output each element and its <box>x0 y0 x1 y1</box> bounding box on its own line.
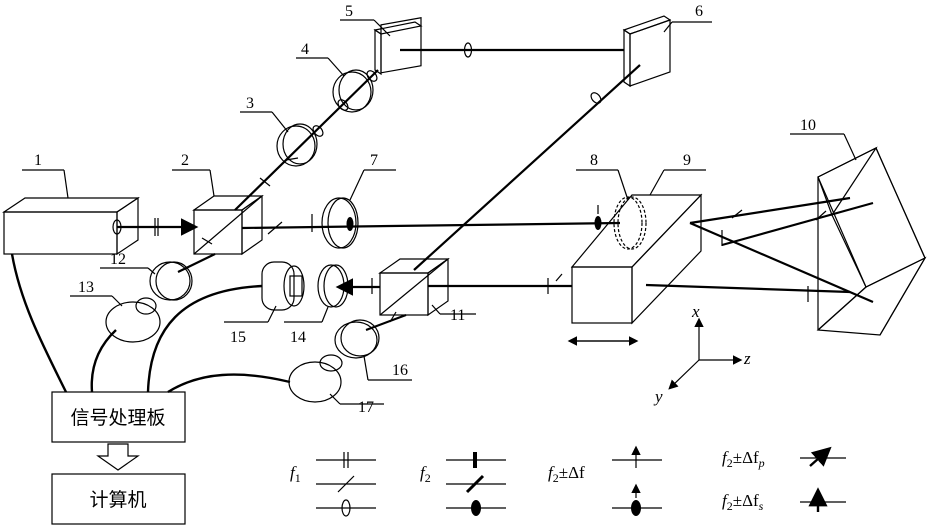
label-9: 9 <box>683 152 691 169</box>
computer: 计算机 <box>52 474 185 524</box>
detector-15 <box>262 262 304 310</box>
svg-text:f2±Δfs: f2±Δfs <box>722 491 764 513</box>
label-3: 3 <box>246 95 254 112</box>
corner-reflector <box>818 148 925 335</box>
legend: f1 f2 f2±Δf f2±Δfp <box>290 448 846 516</box>
label-14: 14 <box>290 329 306 346</box>
legend-f2-dfs: f2±Δfs <box>722 491 846 513</box>
label-16: 16 <box>392 362 408 379</box>
board-to-computer-arrow <box>98 444 138 470</box>
axis-z-label: z <box>743 349 751 368</box>
axis-y-label: y <box>653 387 663 406</box>
label-13: 13 <box>78 279 94 296</box>
label-10: 10 <box>800 117 816 134</box>
legend-f1: f1 <box>290 452 376 516</box>
svg-text:f2±Δfp: f2±Δfp <box>722 448 765 470</box>
svg-text:f2±Δf: f2±Δf <box>548 463 585 485</box>
leader-lines <box>22 20 856 404</box>
axis-x-label: x <box>691 302 700 321</box>
label-11: 11 <box>450 307 465 324</box>
translation-stage <box>572 195 701 323</box>
label-2: 2 <box>181 152 189 169</box>
label-5: 5 <box>345 3 353 20</box>
signal-board-label: 信号处理板 <box>70 407 165 429</box>
detector-13 <box>106 298 160 342</box>
svg-text:f1: f1 <box>290 463 301 485</box>
computer-label: 计算机 <box>89 489 146 511</box>
label-15: 15 <box>230 329 246 346</box>
legend-f2: f2 <box>420 452 506 516</box>
mirror-5 <box>375 18 421 74</box>
label-4: 4 <box>301 41 309 58</box>
svg-text:f2: f2 <box>420 463 431 485</box>
beam-paths <box>117 50 873 330</box>
beam-splitter-2 <box>194 196 262 254</box>
label-1: 1 <box>34 152 42 169</box>
legend-f2-dfp: f2±Δfp <box>722 448 846 470</box>
label-12: 12 <box>110 251 126 268</box>
detector-17 <box>289 355 342 402</box>
label-8: 8 <box>590 152 598 169</box>
mirror-6 <box>624 16 670 86</box>
label-6: 6 <box>695 3 703 20</box>
legend-f2-df: f2±Δf <box>548 448 662 516</box>
label-7: 7 <box>370 152 378 169</box>
coordinate-axes: x z y <box>653 302 751 406</box>
polarization-markers <box>155 43 826 322</box>
signal-processing-board: 信号处理板 <box>52 392 185 442</box>
label-17: 17 <box>358 399 374 416</box>
